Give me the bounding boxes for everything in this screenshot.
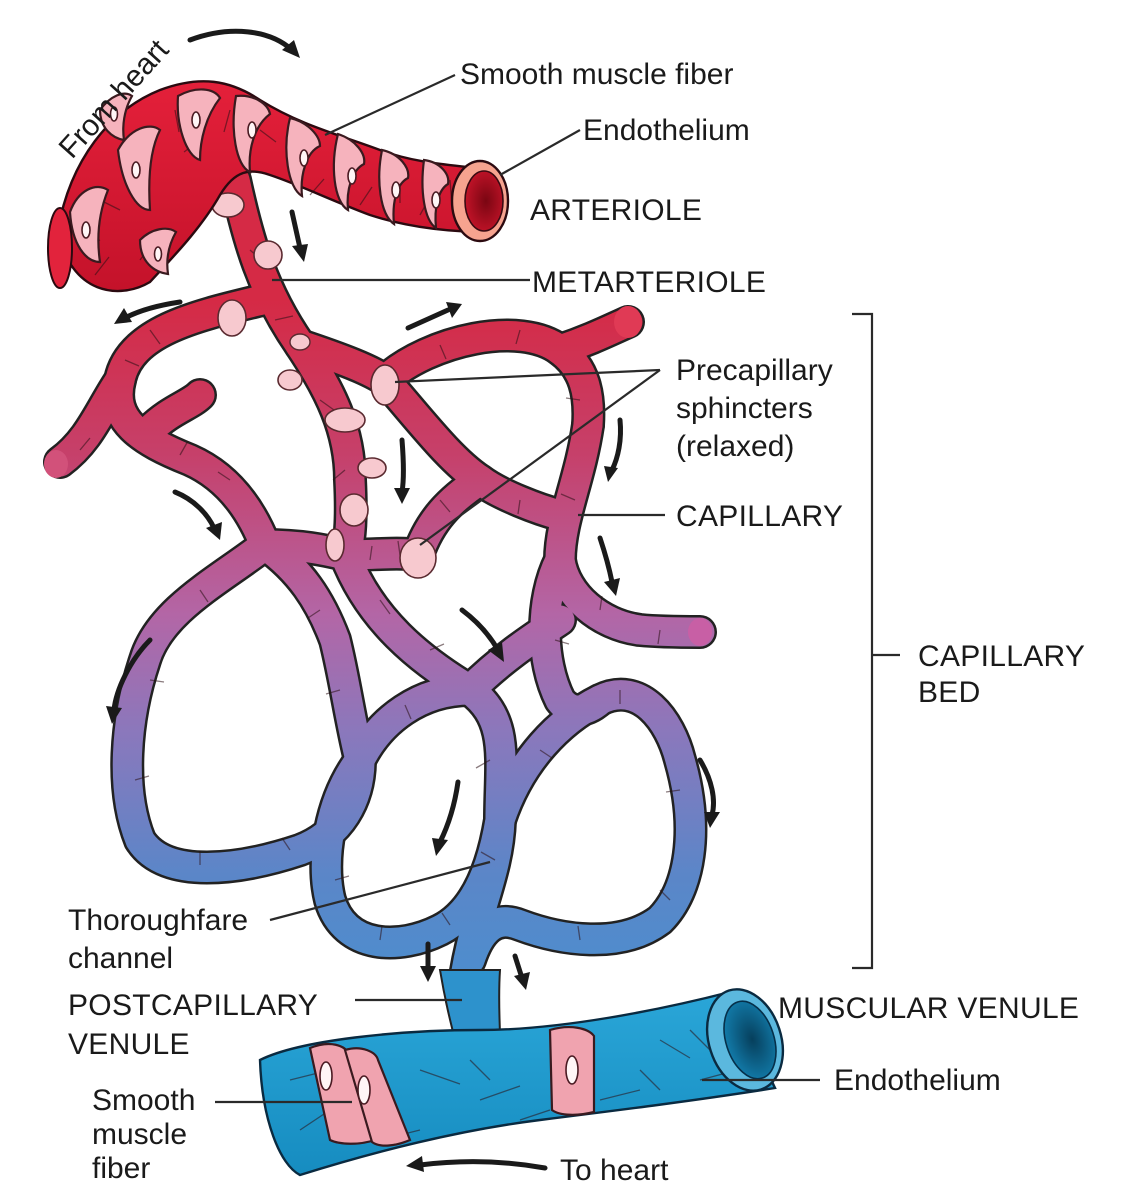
flow-arrows [106,28,720,1172]
muscular-venule-vessel [258,969,785,1177]
label-postcapillary-line2: VENULE [68,1028,190,1061]
label-endothelium-bottom: Endothelium [834,1064,1001,1097]
label-capillary-bed-line1: CAPILLARY [918,640,1085,673]
leader-lines [215,74,900,1104]
label-precapillary-line3: (relaxed) [676,430,794,463]
label-smooth-muscle-top: Smooth muscle fiber [460,58,733,91]
label-smooth-muscle-bottom-line3: fiber [92,1152,150,1185]
label-to-heart: To heart [560,1154,669,1187]
label-smooth-muscle-bottom-line1: Smooth [92,1084,195,1117]
label-precapillary-line2: sphincters [676,392,813,425]
precapillary-sphincters [211,192,437,579]
label-thoroughfare-line2: channel [68,942,173,975]
label-smooth-muscle-bottom-line2: muscle [92,1118,187,1151]
venule-lumen [723,1000,777,1080]
label-postcapillary-line1: POSTCAPILLARY [68,989,318,1022]
label-capillary-bed-line2: BED [918,676,981,709]
capillary-network [43,163,717,1017]
arteriole-vessel [47,80,510,293]
arteriole-lumen [464,170,504,232]
label-endothelium-top: Endothelium [583,114,750,147]
label-capillary: CAPILLARY [676,500,843,533]
label-thoroughfare-line1: Thoroughfare [68,904,248,937]
label-muscular-venule: MUSCULAR VENULE [778,992,1079,1025]
label-precapillary-line1: Precapillary [676,354,833,387]
labels: From heart Smooth muscle fiber Endotheli… [53,33,1085,1187]
label-metarteriole: METARTERIOLE [532,266,766,299]
label-arteriole: ARTERIOLE [530,194,702,227]
